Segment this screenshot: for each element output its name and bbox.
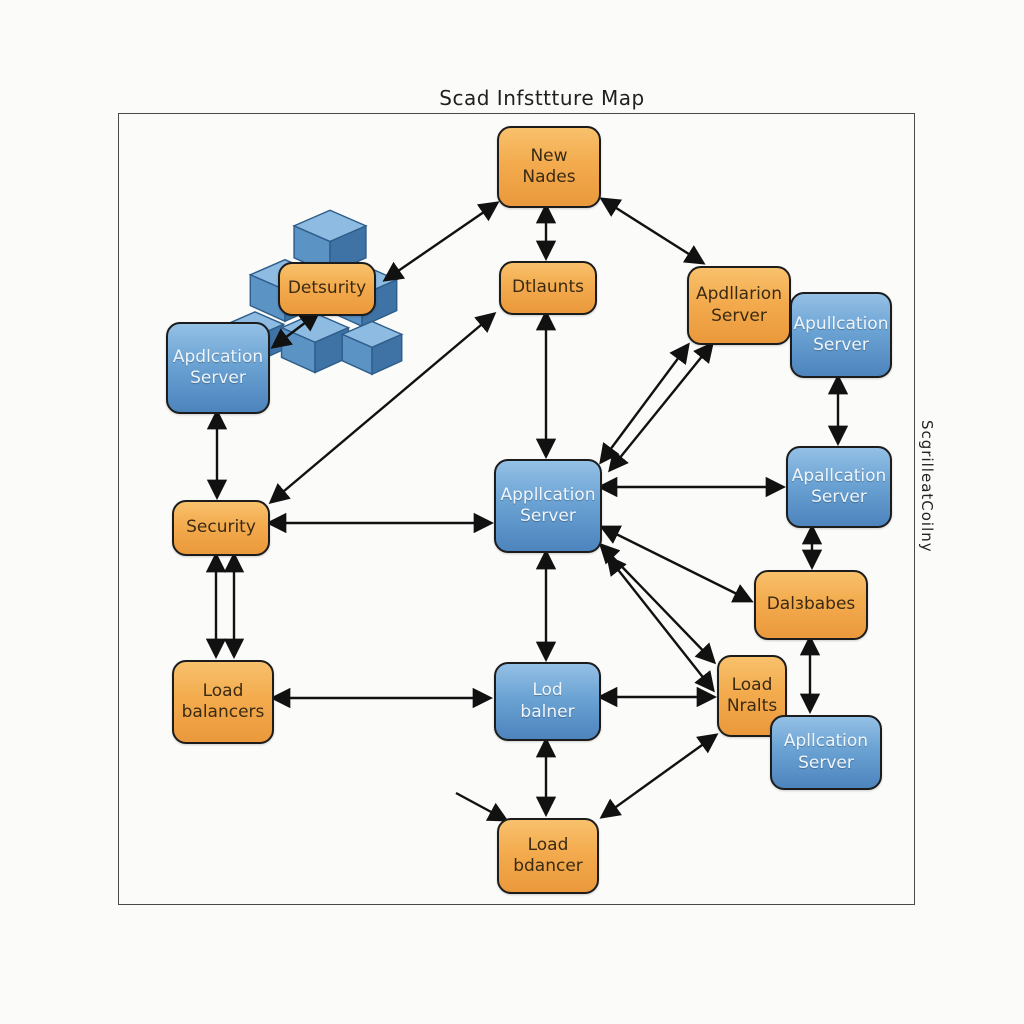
node-load-balancer-s: Load bdancer <box>497 818 599 894</box>
connector-arrow <box>608 341 714 473</box>
diagram-frame <box>118 113 915 905</box>
node-label: Lod balner <box>520 680 575 722</box>
node-detsurity: Detsurity <box>278 262 376 316</box>
node-app-server-se: Apllcation Server <box>770 715 882 790</box>
node-drluunts: Dtlaunts <box>499 261 597 315</box>
connector-arrow <box>599 733 719 819</box>
node-label: Apllcation Server <box>783 731 869 773</box>
connector-arrow <box>606 554 715 693</box>
node-label: Detsurity <box>287 278 367 299</box>
node-load-nralts: Load Nralts <box>717 655 787 737</box>
node-load-balancer-c: Lod balner <box>494 662 601 741</box>
connector-arrow <box>598 542 717 665</box>
connector-arrows <box>205 197 849 822</box>
node-label: Apdllarion Server <box>696 284 782 326</box>
node-label: Dalзbabes <box>766 594 856 615</box>
diagram-title: Scad Infsttture Map <box>439 86 645 110</box>
node-security: Security <box>172 500 270 556</box>
node-label: Dtlaunts <box>512 277 584 298</box>
node-label: Appllcation Server <box>500 484 596 526</box>
connector-arrow <box>599 197 706 265</box>
node-label: Apallcation Server <box>791 465 887 507</box>
node-app-server-center: Appllcation Server <box>494 459 602 553</box>
node-label: Load bdancer <box>513 834 583 876</box>
connector-arrow <box>455 791 509 822</box>
node-app-server-nw: Apdlcation Server <box>166 322 270 414</box>
node-label: New Nades <box>522 145 576 187</box>
node-app-server-n-orange: Apdllarion Server <box>687 266 791 345</box>
connector-arrow <box>599 525 754 603</box>
node-databases: Dalзbabes <box>754 570 868 640</box>
node-load-balancers-w: Load balancers <box>172 660 274 744</box>
node-app-server-ne: Apullcation Server <box>790 292 892 378</box>
node-new-nodes: New Nades <box>497 126 601 208</box>
connector-arrow <box>268 312 497 504</box>
node-label: Load Nralts <box>726 674 778 716</box>
node-label: Apdlcation Server <box>172 346 264 388</box>
node-label: Load balancers <box>181 680 265 722</box>
node-label: Apullcation Server <box>793 313 889 355</box>
connector-arrow <box>599 342 690 465</box>
node-app-server-e: Apallcation Server <box>786 446 892 528</box>
node-label: Security <box>186 517 256 538</box>
connector-arrow <box>382 201 500 282</box>
side-label: ScgrilleatCoilny <box>918 420 936 553</box>
